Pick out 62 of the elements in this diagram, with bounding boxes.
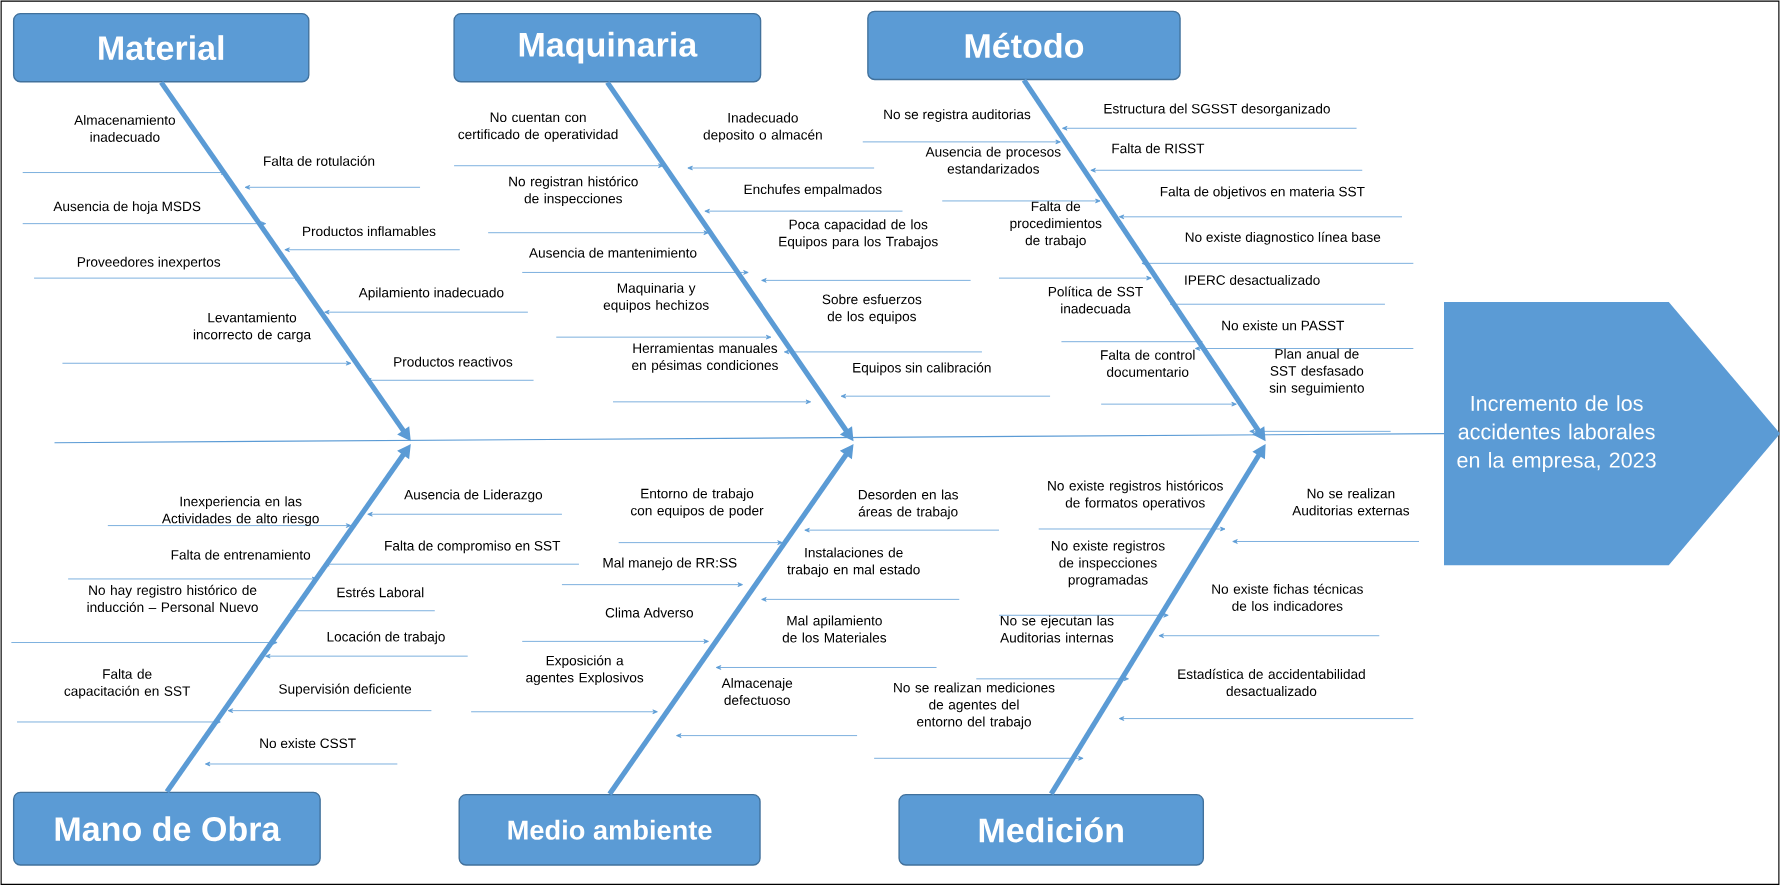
- cause-text: Instalaciones de trabajo en mal estado: [787, 547, 920, 577]
- cause-text: Falta de RISST: [1112, 143, 1205, 154]
- cause-text: No se realizan mediciones de agentes del entorno del trabajo: [894, 682, 1055, 729]
- cause-text: Falta de compromiso en SST: [385, 540, 561, 554]
- cause-text: Clima Adverso: [605, 607, 694, 618]
- category-box: Medio ambiente: [458, 793, 761, 866]
- category-box: Medición: [898, 793, 1204, 866]
- cause-text: Productos inflamables: [303, 225, 436, 236]
- cause-text: No registran histórico de inspecciones: [509, 175, 638, 206]
- spine-line: [53, 432, 1445, 444]
- cause-text: Política de SST inadecuada: [1048, 286, 1143, 314]
- cause-text: Apilamiento inadecuado: [358, 287, 504, 300]
- cause-text: No hay registro histórico de inducción – Personal Nuevo: [87, 584, 258, 612]
- cause-text: Equipos sin calibración: [853, 362, 991, 375]
- cause-text: Almacenaje defectuoso: [721, 677, 793, 705]
- category-box: Método: [867, 10, 1181, 80]
- cause-text: No existe fichas técnicas de los indicadores: [1212, 583, 1363, 611]
- category-box: Material: [12, 12, 310, 83]
- cause-text: Herramientas manuales en pésimas condiciones: [632, 342, 778, 373]
- cause-text: No se registra auditorias: [884, 109, 1031, 122]
- cause-text: Poca capacidad de los Equipos para los Trabajos: [779, 219, 938, 249]
- cause-text: Ausencia de hoja MSDS: [53, 200, 201, 214]
- cause-text: Falta de objetivos en materia SST: [1160, 186, 1365, 199]
- cause-text: No existe registros históricos de formatos operativos: [1048, 480, 1223, 511]
- category-box: Maquinaria: [453, 12, 762, 83]
- cause-text: Ausencia de Liderazgo: [404, 489, 543, 502]
- cause-text: Sobre esfuerzos de los equipos: [822, 294, 922, 324]
- cause-text: Estructura del SGSST desorganizado: [1104, 103, 1330, 116]
- cause-text: Exposición a agentes Explosivos: [526, 655, 644, 685]
- cause-text: Almacenamiento inadecuado: [74, 114, 175, 142]
- cause-text: Supervisión deficiente: [279, 683, 412, 697]
- cause-text: Falta de control documentario: [1101, 349, 1195, 377]
- cause-text: Mal manejo de RR:SS: [603, 557, 737, 571]
- cause-text: Estadística de accidentabilidad desactualizado: [1178, 668, 1365, 696]
- cause-text: Levantamiento incorrecto de carga: [193, 312, 312, 342]
- cause-text: No existe un PASST: [1222, 320, 1345, 331]
- cause-text: Proveedores inexpertos: [77, 256, 221, 270]
- cause-text: Estrés Laboral: [337, 586, 424, 598]
- cause-text: Mal apilamiento de los Materiales: [782, 615, 887, 643]
- cause-text: No existe diagnostico línea base: [1185, 231, 1381, 245]
- cause-text: No existe CSST: [260, 737, 356, 748]
- cause-text: Falta de capacitación en SST: [64, 668, 191, 699]
- cause-text: No se ejecutan las Auditorias internas: [1000, 615, 1114, 643]
- cause-text: Falta de procedimientos de trabajo: [1010, 200, 1102, 248]
- cause-text: Inadecuado deposito o almacén: [703, 112, 822, 143]
- cause-text: Productos reactivos: [394, 356, 513, 367]
- cause-text: Falta de entrenamiento: [171, 549, 311, 560]
- cause-text: Maquinaria y equipos hechizos: [603, 282, 709, 313]
- cause-text: Entorno de trabajo con equipos de poder: [630, 488, 764, 518]
- cause-text: No existe registros de inspecciones programadas: [1051, 540, 1165, 588]
- cause-text: No se realizan Auditorias externas: [1292, 488, 1410, 516]
- cause-text: Ausencia de mantenimiento: [529, 247, 697, 258]
- cause-text: Falta de rotulación: [264, 155, 375, 166]
- cause-text: Locación de trabajo: [327, 631, 445, 645]
- cause-text: No cuentan con certificado de operatividad: [458, 112, 618, 142]
- category-box: Mano de Obra: [12, 791, 321, 866]
- cause-text: IPERC desactualizado: [1185, 274, 1320, 285]
- cause-text: Inexperiencia en las Actividades de alto riesgo: [161, 496, 319, 526]
- cause-text: Enchufes empalmados: [744, 183, 882, 197]
- cause-text: Plan anual de SST desfasado sin seguimiento: [1269, 348, 1364, 396]
- cause-text: Ausencia de procesos estandarizados: [925, 146, 1061, 174]
- cause-text: Desorden en las áreas de trabajo: [858, 489, 958, 519]
